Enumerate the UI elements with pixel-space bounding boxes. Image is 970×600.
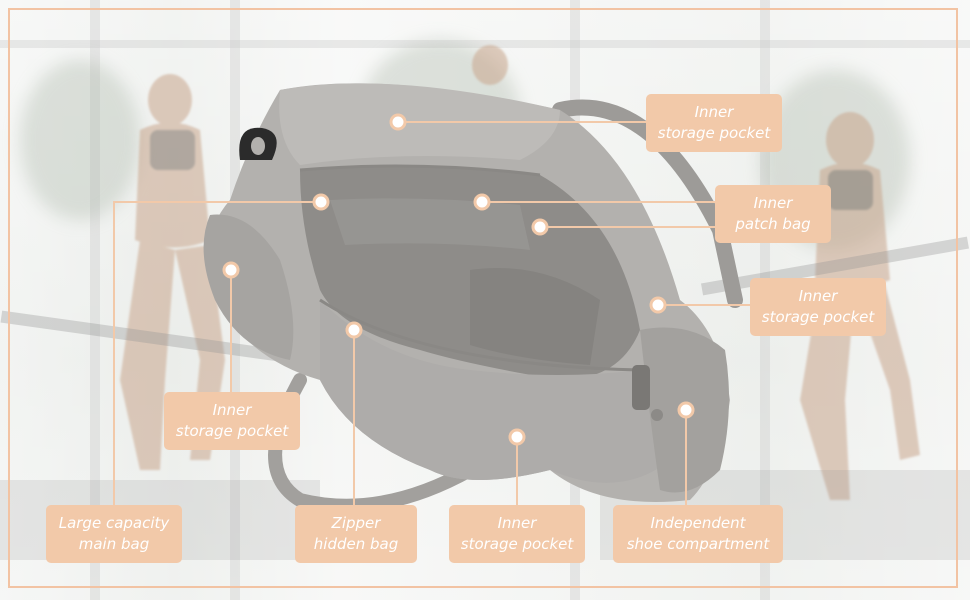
callout-dot	[345, 321, 363, 339]
callout-dot	[531, 218, 549, 236]
callout-bottom-pocket: Inner storage pocket	[449, 505, 585, 563]
callout-line: Inner	[212, 401, 252, 419]
callout-line: Inner	[497, 514, 537, 532]
callout-line: Inner	[753, 194, 793, 212]
callout-main-bag: Large capacity main bag	[46, 505, 182, 563]
tree-blur	[20, 60, 140, 220]
callout-dot	[677, 401, 695, 419]
window-frame	[0, 40, 970, 48]
callout-line: main bag	[78, 535, 150, 553]
callout-dot	[222, 261, 240, 279]
callout-right-pocket: Inner storage pocket	[750, 278, 886, 336]
callout-zipper-bag: Zipper hidden bag	[295, 505, 417, 563]
callout-line: shoe compartment	[626, 535, 770, 553]
callout-line: storage pocket	[657, 124, 771, 142]
callout-line: Zipper	[331, 514, 381, 532]
callout-dot	[312, 193, 330, 211]
callout-dot	[508, 428, 526, 446]
window-frame	[90, 0, 100, 600]
callout-top-right-pocket: Inner storage pocket	[646, 94, 782, 152]
callout-dot	[473, 193, 491, 211]
callout-shoe-compartment: Independent shoe compartment	[613, 505, 783, 563]
callout-line: Independent	[650, 514, 746, 532]
callout-dot	[389, 113, 407, 131]
callout-line: storage pocket	[460, 535, 574, 553]
callout-patch-bag: Inner patch bag	[715, 185, 831, 243]
callout-line: patch bag	[735, 215, 811, 233]
callout-line: storage pocket	[175, 422, 289, 440]
callout-line: storage pocket	[761, 308, 875, 326]
callout-line: Inner	[694, 103, 734, 121]
callout-line: hidden bag	[313, 535, 399, 553]
callout-line: Large capacity	[58, 514, 170, 532]
callout-left-pocket: Inner storage pocket	[164, 392, 300, 450]
callout-dot	[649, 296, 667, 314]
callout-line: Inner	[798, 287, 838, 305]
